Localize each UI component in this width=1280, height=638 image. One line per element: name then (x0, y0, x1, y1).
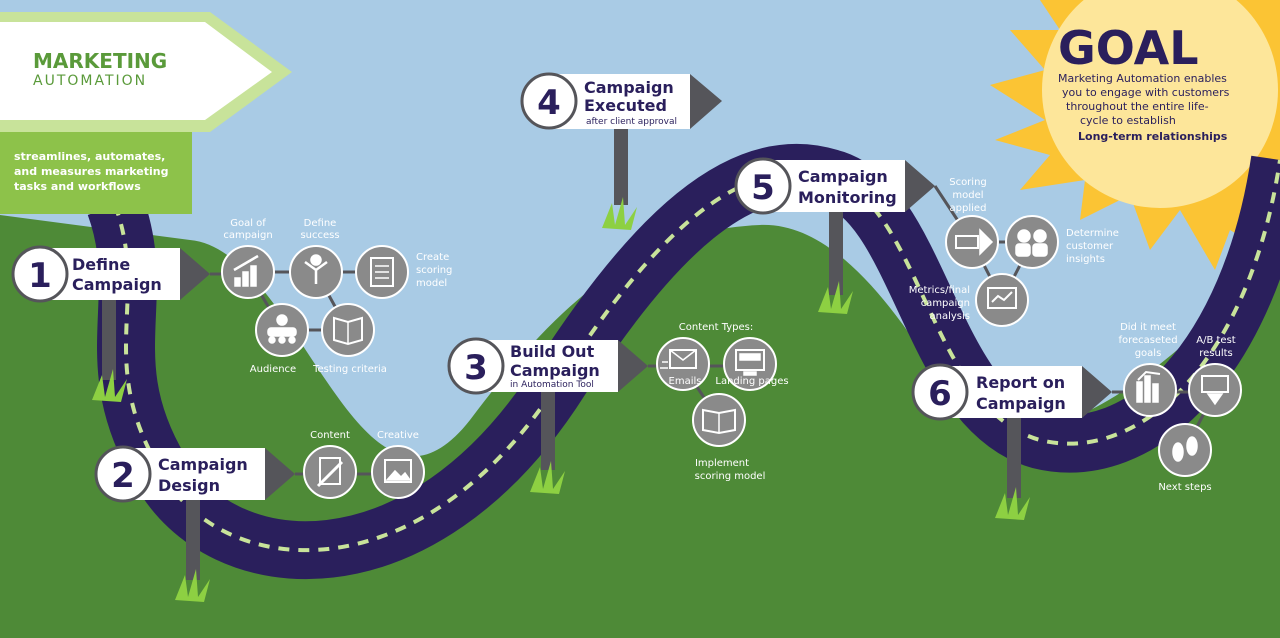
label-implement-line1: Implement (695, 458, 749, 469)
step-1-number: 1 (28, 256, 52, 296)
label-metrics-line3: analysis (930, 311, 971, 322)
step-1-sign (11, 245, 210, 303)
footprints-icon (1172, 436, 1198, 462)
email-icon (660, 349, 697, 369)
label-ab-line1: A/B test (1196, 335, 1236, 346)
tagline-line1: streamlines, automates, (14, 150, 165, 163)
header-text: MARKETING AUTOMATION streamlines, automa… (14, 49, 168, 193)
tagline-line2: and measures marketing (14, 165, 168, 178)
label-scoring-line3: model (416, 278, 447, 289)
label-scoring-line1: Create (416, 252, 449, 263)
label-success-line1: Define (304, 218, 337, 229)
step-5-title-line2: Monitoring (798, 188, 897, 207)
step-1-title-line2: Campaign (72, 275, 162, 294)
step-4-sign (520, 72, 722, 130)
label-audience: Audience (250, 364, 296, 375)
header-title-line2: AUTOMATION (33, 73, 147, 89)
grass-tufts (92, 197, 1030, 602)
step-2-number: 2 (111, 456, 135, 496)
goal-line5: Long-term relationships (1078, 130, 1228, 143)
icon-labels: Goal of campaign Define success Create s… (223, 177, 1235, 493)
goal-line2: you to engage with customers (1062, 86, 1230, 99)
label-goals-line2: forecaseted (1118, 335, 1177, 346)
label-next-steps: Next steps (1158, 482, 1211, 493)
scoring-arrow-icon (955, 228, 994, 256)
label-emails: Emails (669, 376, 702, 387)
chart-up-icon (233, 254, 259, 287)
header-arrow (0, 12, 292, 214)
goal-line3: throughout the entire life- (1066, 100, 1209, 113)
scoring-book-icon (702, 408, 736, 435)
step-3-subtitle: in Automation Tool (510, 380, 594, 390)
step-2-title-line1: Campaign (158, 455, 248, 474)
icon-glyphs (233, 228, 1229, 488)
landing-page-icon (735, 349, 765, 376)
step-4-number: 4 (537, 83, 561, 123)
goals-chart-icon (1136, 370, 1161, 403)
goal-text: GOAL Marketing Automation enables you to… (1058, 21, 1230, 143)
label-content: Content (310, 430, 350, 441)
label-ab-line2: results (1199, 348, 1233, 359)
step-5-title-line1: Campaign (798, 167, 888, 186)
step-2-sign (94, 445, 295, 503)
label-insights-line3: insights (1066, 254, 1105, 265)
step-2-title-line2: Design (158, 476, 220, 495)
step-6-sign (911, 363, 1112, 421)
tagline-line3: tasks and workflows (14, 180, 141, 193)
metrics-chart-icon (987, 287, 1017, 309)
goal-line1: Marketing Automation enables (1058, 72, 1227, 85)
content-edit-icon (316, 457, 344, 488)
label-metrics-line2: campaign (921, 298, 970, 309)
header-title-line1: MARKETING (33, 49, 167, 73)
label-scoring-applied-line3: applied (950, 203, 987, 214)
step-3-number: 3 (464, 348, 488, 388)
step-6-title-line1: Report on (976, 373, 1065, 392)
step-3-title-line1: Build Out (510, 342, 595, 361)
success-person-icon (304, 254, 328, 284)
step-5-sign (734, 157, 935, 215)
label-scoring-applied-line2: model (952, 190, 983, 201)
step-text: 1 Define Campaign 2 Campaign Design 3 Bu… (28, 78, 1066, 496)
sun (990, 0, 1280, 270)
label-implement-line2: scoring model (695, 471, 766, 482)
label-goal-line1: Goal of (230, 218, 266, 229)
label-goals-line1: Did it meet (1120, 322, 1176, 333)
creative-image-icon (384, 459, 412, 483)
label-insights-line1: Determine (1066, 228, 1119, 239)
step-6-title-line2: Campaign (976, 394, 1066, 413)
step-4-title-line1: Campaign (584, 78, 674, 97)
ab-results-icon (1201, 375, 1229, 406)
label-goals-line3: goals (1135, 348, 1162, 359)
label-success-line2: success (300, 230, 339, 241)
audience-icon (267, 314, 297, 344)
label-insights-line2: customer (1066, 241, 1114, 252)
label-scoring-applied-line1: Scoring (949, 177, 987, 188)
step-4-title-line2: Executed (584, 96, 667, 115)
label-landing: Landing pages (715, 376, 788, 387)
step-signs (11, 72, 1112, 503)
goal-title: GOAL (1058, 21, 1199, 75)
label-metrics-line1: Metrics/final (909, 285, 970, 296)
step-3-title-line2: Campaign (510, 361, 600, 380)
label-goal-line2: campaign (223, 230, 272, 241)
step-5-number: 5 (751, 168, 775, 208)
step-3-sign (447, 337, 648, 395)
ab-test-icon (333, 316, 363, 346)
goal-line4: cycle to establish (1080, 114, 1176, 127)
scoring-checklist-icon (370, 257, 394, 287)
label-scoring-line2: scoring (416, 265, 452, 276)
step-1-title-line1: Define (72, 255, 130, 274)
label-testing: Testing criteria (312, 364, 387, 375)
label-content-types: Content Types: (679, 322, 754, 333)
label-creative: Creative (377, 430, 419, 441)
sign-poles (102, 125, 1021, 580)
step-4-subtitle: after client approval (586, 117, 677, 127)
step-6-number: 6 (928, 374, 952, 414)
customer-insights-icon (1015, 229, 1048, 257)
